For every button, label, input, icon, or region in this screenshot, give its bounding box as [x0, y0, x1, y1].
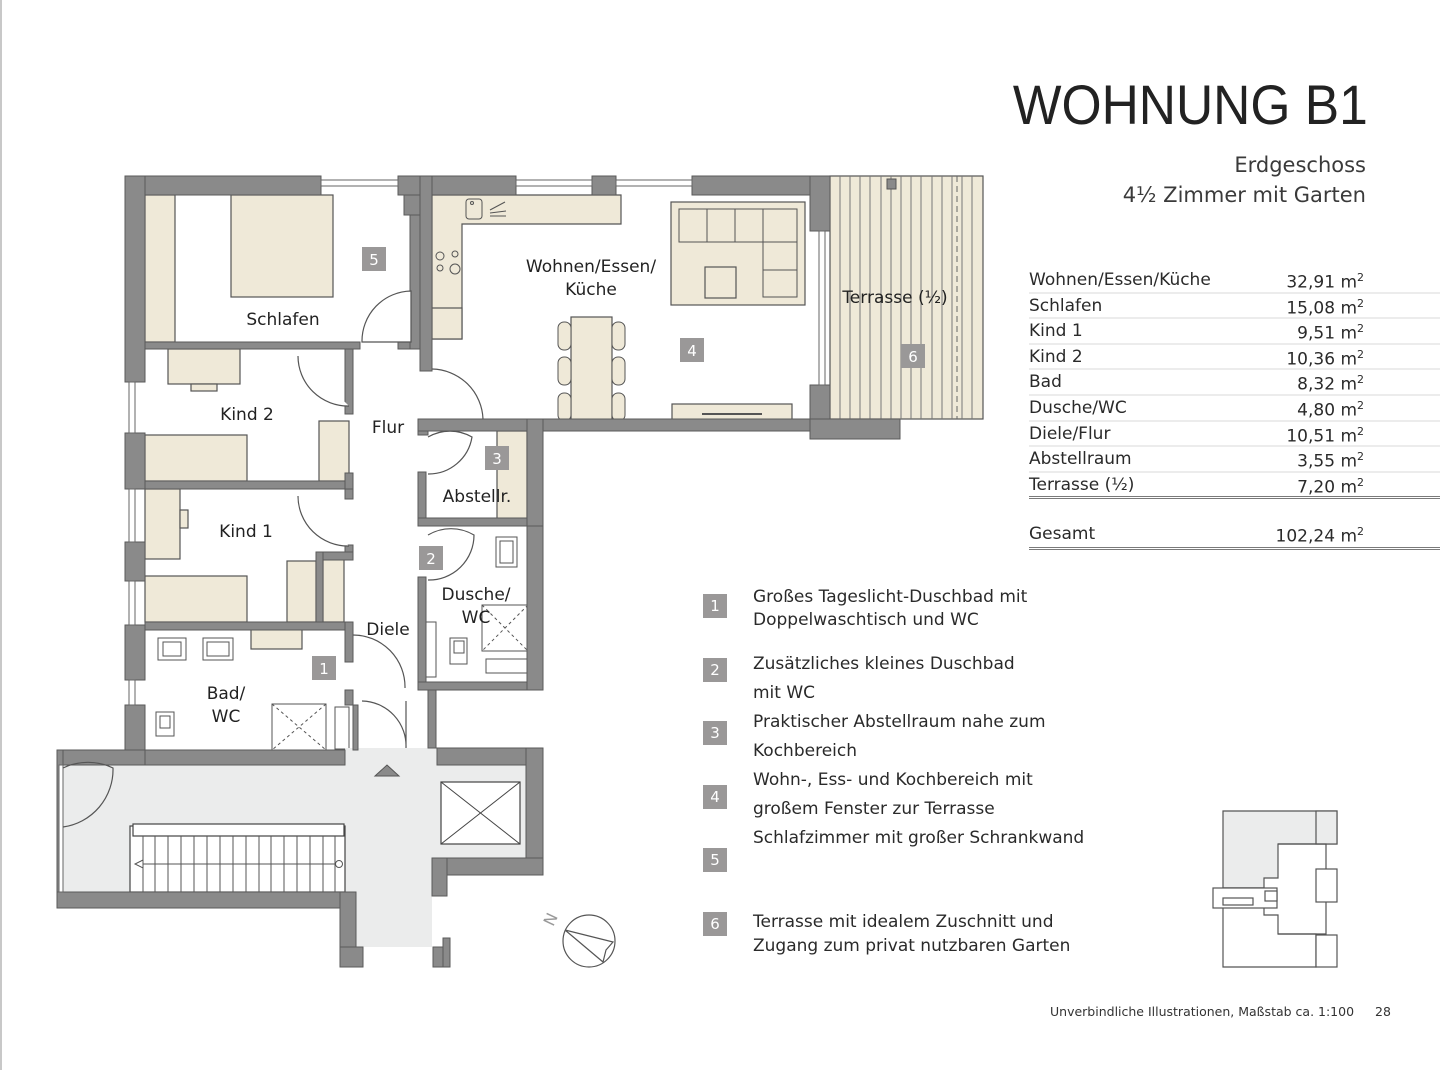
label-wohnen-2: Küche	[565, 280, 617, 300]
area-row: Dusche/WC 4,80 m2	[1029, 396, 1440, 422]
area-value: 8,32 m2	[1297, 373, 1364, 396]
feature-badge: 5	[703, 848, 727, 872]
stairwell	[57, 748, 526, 947]
area-row: Wohnen/Essen/Küche 32,91 m2	[1029, 268, 1440, 294]
area-total-name: Gesamt	[1029, 524, 1096, 545]
subtitle: Erdgeschoss 4½ Zimmer mit Garten	[1123, 150, 1366, 210]
area-row: Diele/Flur 10,51 m2	[1029, 422, 1440, 448]
area-value: 32,91 m2	[1286, 271, 1364, 293]
plan-badge-1: 1	[319, 660, 329, 678]
feature-badge: 6	[703, 912, 727, 936]
area-row: Abstellraum 3,55 m2	[1029, 447, 1440, 473]
area-row: Kind 1 9,51 m2	[1029, 319, 1440, 345]
area-name: Abstellraum	[1029, 449, 1132, 470]
area-value: 7,20 m2	[1297, 475, 1364, 498]
label-terrasse: Terrasse (½)	[841, 288, 947, 308]
area-value: 10,36 m2	[1286, 347, 1364, 370]
page-title: WOHNUNG B1	[1013, 73, 1368, 136]
area-value: 9,51 m2	[1297, 322, 1364, 344]
area-total-divider	[1029, 547, 1440, 551]
area-name: Kind 1	[1029, 321, 1083, 342]
area-row: Bad 8,32 m2	[1029, 370, 1440, 396]
rooms-summary: 4½ Zimmer mit Garten	[1122, 183, 1366, 207]
label-abstellr: Abstellr.	[443, 487, 512, 507]
floor-label: Erdgeschoss	[1234, 153, 1366, 177]
plan-badge-3: 3	[492, 450, 502, 468]
windows	[58, 179, 826, 893]
furniture	[144, 175, 984, 650]
label-kind2: Kind 2	[220, 405, 274, 425]
plan-badge-6: 6	[908, 348, 918, 366]
plan-badge-5: 5	[369, 251, 379, 269]
feature-badge: 4	[703, 785, 727, 809]
feature-badge: 3	[703, 721, 727, 745]
label-bad-2: WC	[212, 707, 241, 727]
area-name: Dusche/WC	[1029, 397, 1127, 418]
area-table: Wohnen/Essen/Küche 32,91 m2 Schlafen 15,08…	[1029, 268, 1440, 551]
area-name: Diele/Flur	[1029, 423, 1111, 444]
area-total-value: 102,24 m2	[1275, 525, 1364, 547]
area-total-row: Gesamt 102,24 m2	[1029, 521, 1440, 547]
area-row: Terrasse (½) 7,20 m2	[1029, 473, 1440, 498]
label-diele: Diele	[366, 620, 409, 640]
feature-text: Schlafzimmer mit großer Schrankwand	[753, 828, 1085, 848]
doors	[62, 290, 484, 828]
area-name: Wohnen/Essen/Küche	[1029, 270, 1211, 290]
plan-badges: 1 2 3 4 5 6	[312, 247, 925, 680]
feature-badge: 1	[703, 594, 727, 618]
area-row: Kind 2 10,36 m2	[1029, 345, 1440, 371]
key-plan	[1212, 810, 1338, 968]
area-divider	[1029, 496, 1440, 500]
walls	[56, 175, 901, 968]
area-value: 4,80 m2	[1297, 398, 1364, 421]
label-dusche-1: Dusche/	[441, 585, 510, 605]
feature-badge: 2	[703, 658, 727, 682]
area-name: Bad	[1029, 372, 1062, 393]
compass-icon: N	[540, 910, 616, 968]
label-flur: Flur	[372, 418, 404, 438]
label-wohnen-1: Wohnen/Essen/	[526, 257, 656, 277]
label-dusche-2: WC	[462, 608, 491, 628]
area-row: Schlafen 15,08 m2	[1029, 294, 1440, 320]
label-schlafen: Schlafen	[246, 310, 319, 330]
label-kind1: Kind 1	[219, 522, 273, 542]
room-labels: Schlafen Kind 2 Kind 1 Flur Diele Bad/ W…	[207, 257, 948, 727]
page-edge	[0, 0, 2, 1070]
plan-badge-2: 2	[426, 550, 436, 568]
area-name: Kind 2	[1029, 346, 1083, 367]
footer-note: Unverbindliche Illustrationen, Maßstab c…	[1050, 1004, 1355, 1019]
plan-badge-4: 4	[687, 342, 697, 360]
area-name: Schlafen	[1029, 295, 1103, 316]
area-value: 3,55 m2	[1297, 450, 1364, 472]
area-value: 15,08 m2	[1286, 296, 1364, 319]
compass-north-label: N	[540, 910, 562, 929]
page-number: 28	[1375, 1004, 1391, 1019]
area-value: 10,51 m2	[1286, 424, 1364, 447]
area-name: Terrasse (½)	[1029, 474, 1135, 495]
label-bad-1: Bad/	[207, 684, 246, 704]
